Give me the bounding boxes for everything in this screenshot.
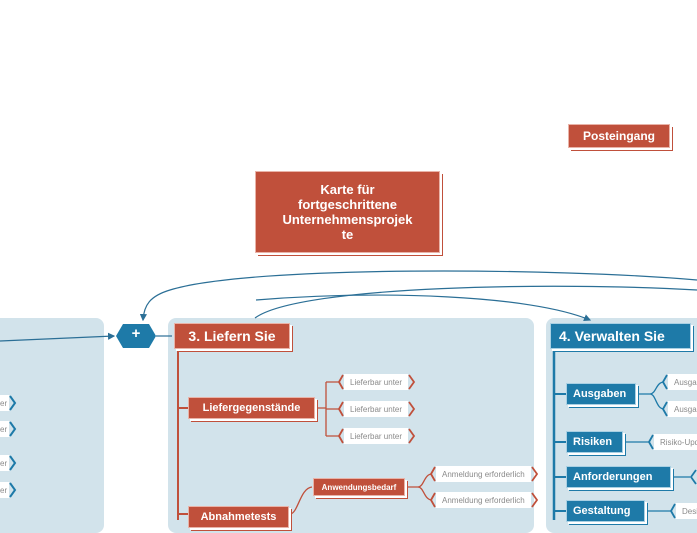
deliverable-leaf-2[interactable]: Lieferbar unter: [338, 401, 416, 417]
design-node[interactable]: Gestaltung: [566, 500, 645, 522]
central-topic-line-3: Unternehmensprojek: [282, 212, 413, 227]
design-leaf-1[interactable]: Desig: [670, 503, 697, 519]
manage-branch-title[interactable]: 4. Verwalten Sie: [550, 323, 691, 349]
central-topic[interactable]: Karte für fortgeschrittene Unternehmensp…: [255, 171, 440, 253]
application-need-label: Anwendungsbedarf: [321, 482, 397, 492]
expenses-leaf-2-label: Ausgabe: [668, 401, 697, 417]
left-leaf-3-label: er: [0, 455, 10, 471]
risks-node[interactable]: Risiken: [566, 431, 623, 453]
design-leaf-1-label: Desig: [676, 503, 697, 519]
deliverable-leaf-3-label: Lieferbar unter: [344, 428, 409, 444]
left-leaf-4-label: er: [0, 482, 10, 498]
deliverable-leaf-3[interactable]: Lieferbar unter: [338, 428, 416, 444]
deliverable-leaf-1[interactable]: Lieferbar unter: [338, 374, 416, 390]
deliverable-leaf-1-label: Lieferbar unter: [344, 374, 409, 390]
risks-leaf-1-label: Risiko-Upda: [654, 434, 697, 450]
left-leaf-1[interactable]: er: [0, 395, 17, 411]
requirements-label: Anforderungen: [573, 471, 653, 483]
application-need-leaf-1-label: Anmeldung erforderlich: [436, 466, 531, 482]
chevron-right-icon: [9, 482, 17, 498]
chevron-right-icon: [530, 492, 538, 508]
application-need-node[interactable]: Anwendungsbedarf: [313, 478, 405, 496]
plus-label: +: [131, 325, 141, 342]
acceptance-tests-label: Abnahmetests: [200, 511, 277, 523]
application-need-leaf-2-label: Anmeldung erforderlich: [436, 492, 531, 508]
design-label: Gestaltung: [573, 505, 631, 517]
expenses-leaf-1[interactable]: Ausgabe: [662, 374, 697, 390]
chevron-left-icon: [338, 401, 344, 417]
chevron-right-icon: [9, 421, 17, 437]
chevron-left-icon: [662, 374, 668, 390]
left-leaf-3[interactable]: er: [0, 455, 17, 471]
expenses-leaf-1-label: Ausgabe: [668, 374, 697, 390]
central-topic-line-4: te: [341, 227, 354, 242]
deliverables-label: Liefergegenstände: [202, 402, 301, 414]
chevron-left-icon: [338, 428, 344, 444]
chevron-left-icon: [662, 401, 668, 417]
risks-leaf-1[interactable]: Risiko-Upda: [648, 434, 697, 450]
connector-lines: [0, 270, 697, 520]
inbox-node[interactable]: Posteingang: [568, 124, 670, 148]
expenses-leaf-2[interactable]: Ausgabe: [662, 401, 697, 417]
left-branch-panel: [0, 318, 104, 533]
acceptance-tests-node[interactable]: Abnahmetests: [188, 506, 289, 528]
chevron-right-icon: [9, 395, 17, 411]
deliverable-leaf-2-label: Lieferbar unter: [344, 401, 409, 417]
manage-branch-title-label: 4. Verwalten Sie: [559, 328, 665, 344]
chevron-left-icon: [670, 503, 676, 519]
chevron-right-icon: [408, 428, 416, 444]
left-leaf-4[interactable]: er: [0, 482, 17, 498]
inbox-label: Posteingang: [582, 129, 655, 143]
application-need-leaf-2[interactable]: Anmeldung erforderlich: [430, 492, 539, 508]
chevron-left-icon: [430, 466, 436, 482]
application-need-leaf-1[interactable]: Anmeldung erforderlich: [430, 466, 539, 482]
left-leaf-2[interactable]: er: [0, 421, 17, 437]
left-leaf-2-label: er: [0, 421, 10, 437]
expenses-node[interactable]: Ausgaben: [566, 383, 636, 405]
chevron-right-icon: [408, 374, 416, 390]
deliverables-node[interactable]: Liefergegenstände: [188, 397, 315, 419]
risks-label: Risiken: [573, 436, 613, 448]
chevron-right-icon: [530, 466, 538, 482]
chevron-left-icon: [648, 434, 654, 450]
chevron-left-icon: [690, 469, 697, 485]
central-topic-line-2: fortgeschrittene: [298, 197, 397, 212]
chevron-left-icon: [338, 374, 344, 390]
central-topic-line-1: Karte für: [320, 182, 375, 197]
left-leaf-1-label: er: [0, 395, 10, 411]
chevron-right-icon: [408, 401, 416, 417]
deliver-branch-title[interactable]: 3. Liefern Sie: [174, 323, 290, 349]
expenses-label: Ausgaben: [573, 388, 627, 400]
chevron-left-icon: [430, 492, 436, 508]
chevron-right-icon: [9, 455, 17, 471]
collapse-toggle-button[interactable]: +: [115, 323, 157, 349]
hexagon-icon: [116, 324, 156, 348]
manage-branch-panel: [546, 318, 697, 533]
deliver-branch-title-label: 3. Liefern Sie: [188, 328, 276, 344]
requirements-node[interactable]: Anforderungen: [566, 466, 671, 488]
